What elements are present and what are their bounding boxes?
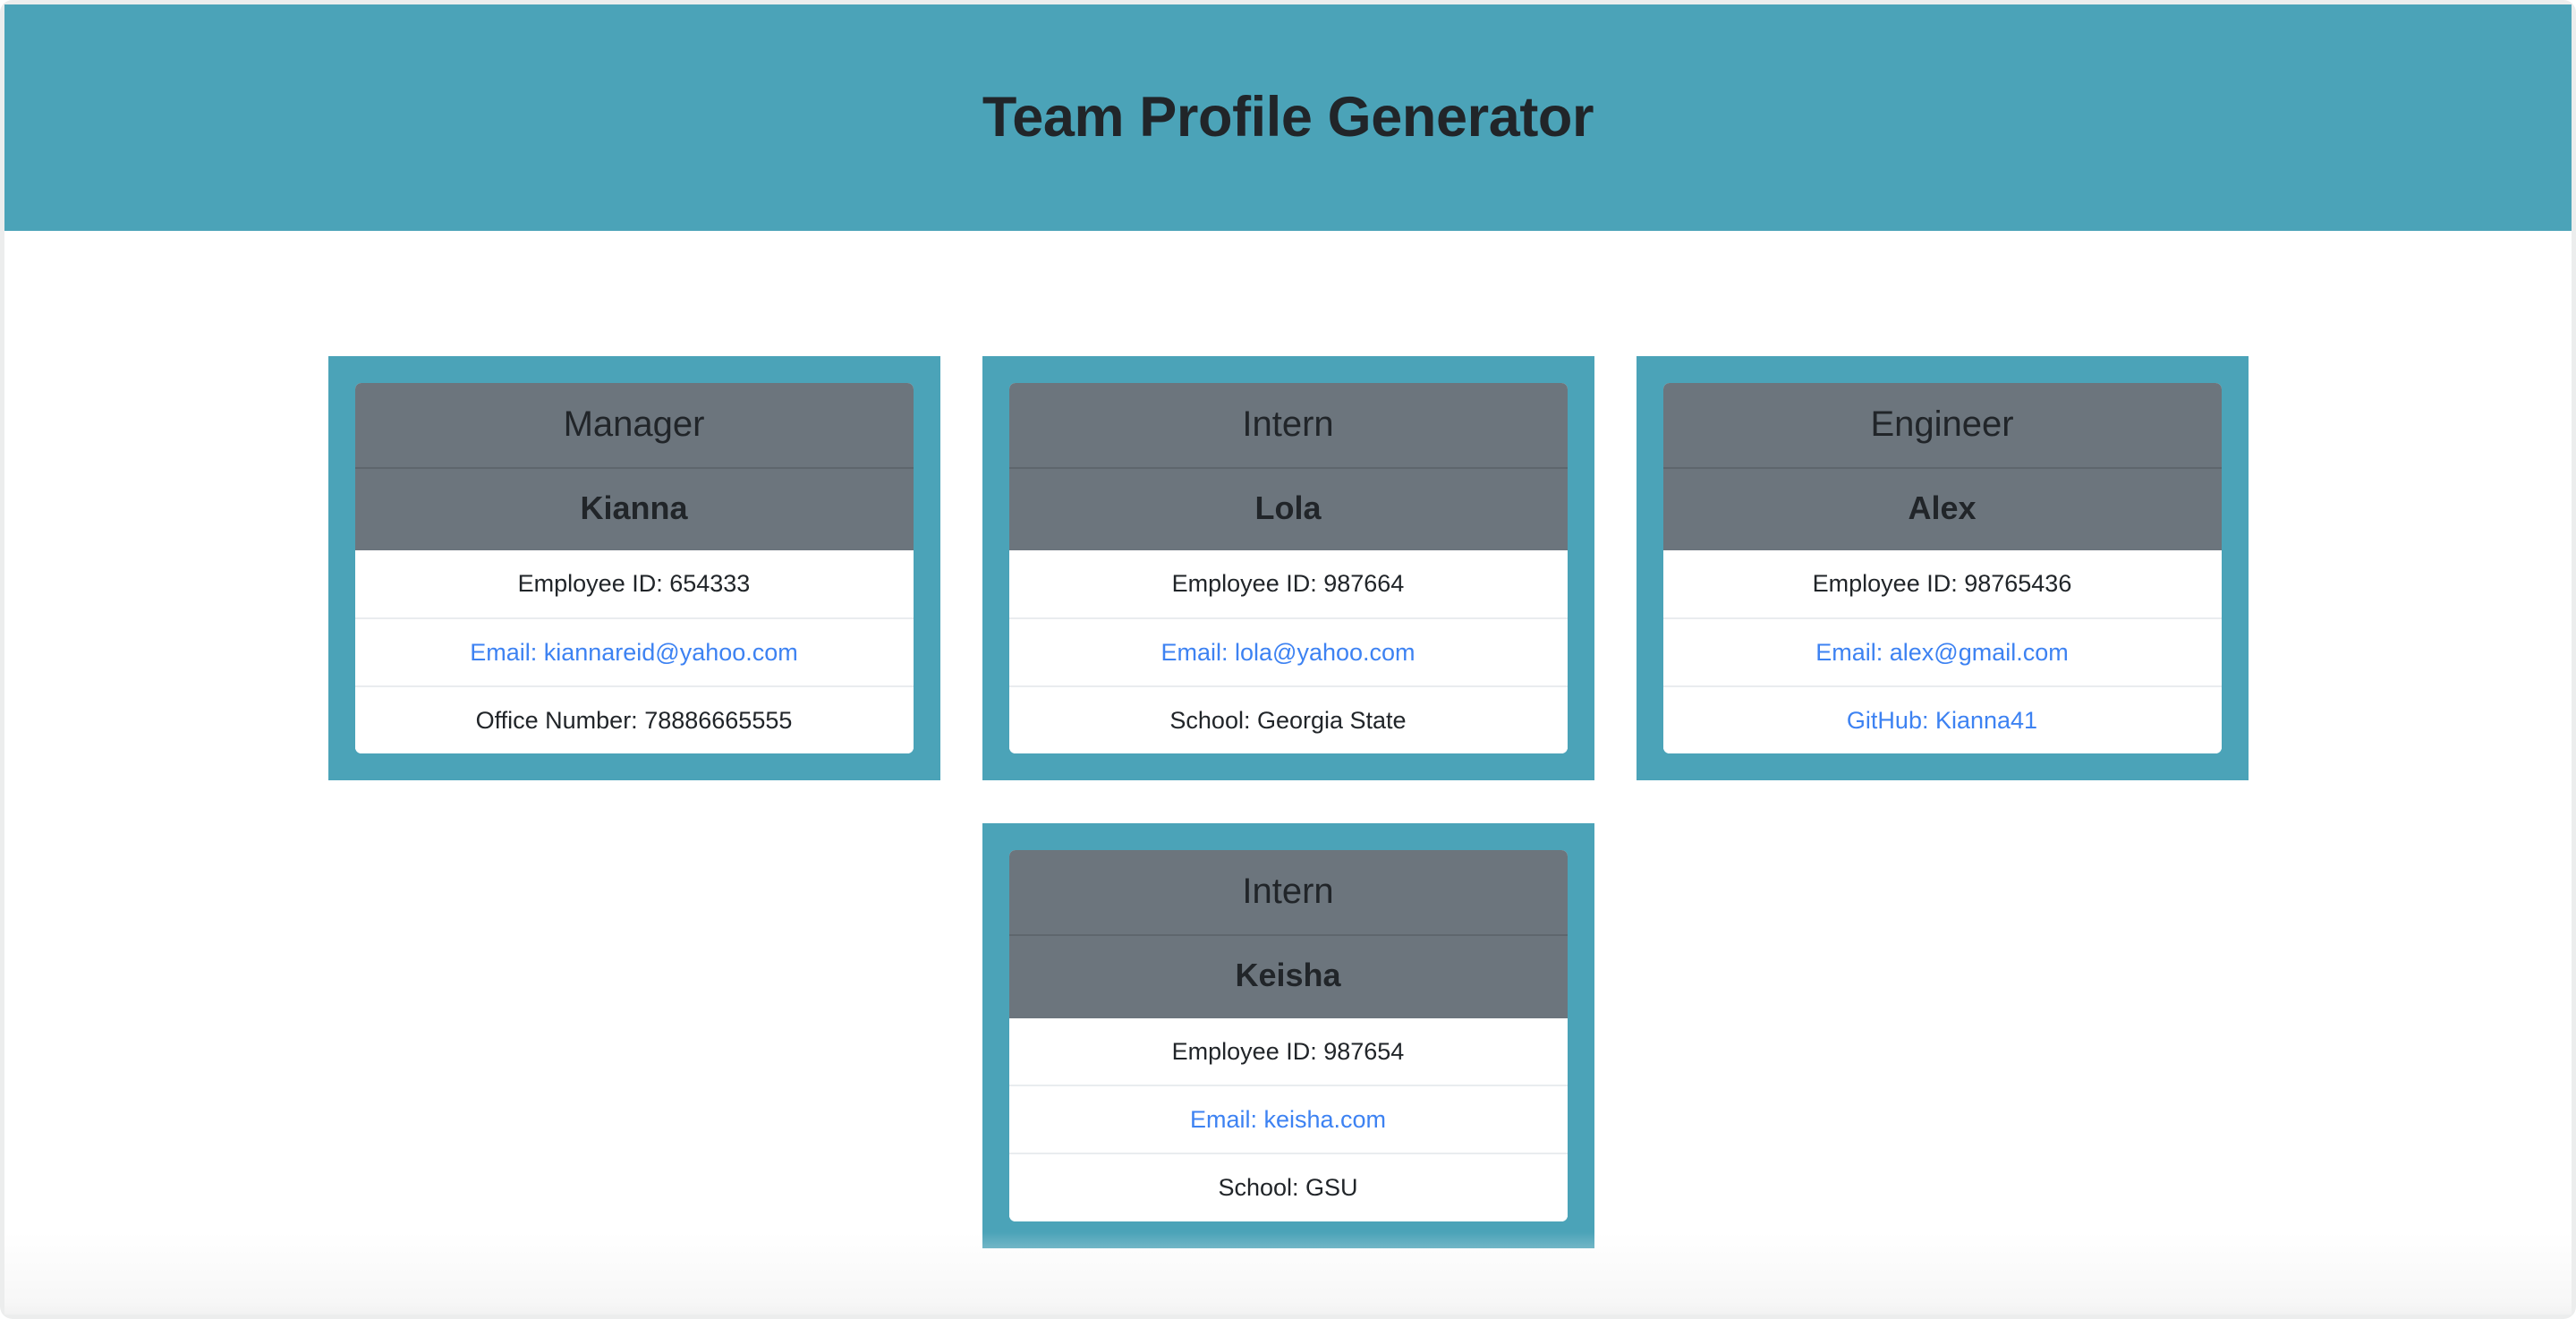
site-header: Team Profile Generator — [4, 4, 2572, 231]
github-row-link[interactable]: GitHub: Kianna41 — [1846, 706, 2038, 734]
email-row[interactable]: Email: kiannareid@yahoo.com — [354, 617, 914, 685]
school-row: School: GSU — [1008, 1153, 1568, 1221]
profile-name: Keisha — [1235, 957, 1341, 994]
profile-role: Intern — [1008, 850, 1568, 937]
github-row[interactable]: GitHub: Kianna41 — [1662, 685, 2222, 754]
profile-role: Intern — [1008, 383, 1568, 469]
email-row-link[interactable]: Email: lola@yahoo.com — [1160, 638, 1416, 666]
email-row-link[interactable]: Email: kiannareid@yahoo.com — [470, 638, 798, 666]
office-number-row: Office Number: 78886665555 — [354, 685, 914, 754]
email-row[interactable]: Email: alex@gmail.com — [1662, 617, 2222, 685]
profile-name: Alex — [1908, 489, 1977, 526]
profile-name: Lola — [1254, 489, 1322, 526]
profile-role: Manager — [354, 383, 914, 469]
email-row-link[interactable]: Email: keisha.com — [1189, 1105, 1387, 1133]
profile-name: Kianna — [580, 489, 688, 526]
employee-id-row: Employee ID: 987664 — [1008, 550, 1568, 617]
email-row[interactable]: Email: lola@yahoo.com — [1008, 617, 1568, 685]
school-row: School: Georgia State — [1008, 685, 1568, 754]
employee-id-row: Employee ID: 98765436 — [1662, 550, 2222, 617]
email-row-link[interactable]: Email: alex@gmail.com — [1815, 638, 2069, 666]
page-title: Team Profile Generator — [982, 85, 1594, 149]
employee-id-row: Employee ID: 654333 — [354, 550, 914, 617]
email-row[interactable]: Email: keisha.com — [1008, 1084, 1568, 1153]
employee-id-row: Employee ID: 987654 — [1008, 1017, 1568, 1085]
profile-role: Engineer — [1662, 383, 2222, 469]
